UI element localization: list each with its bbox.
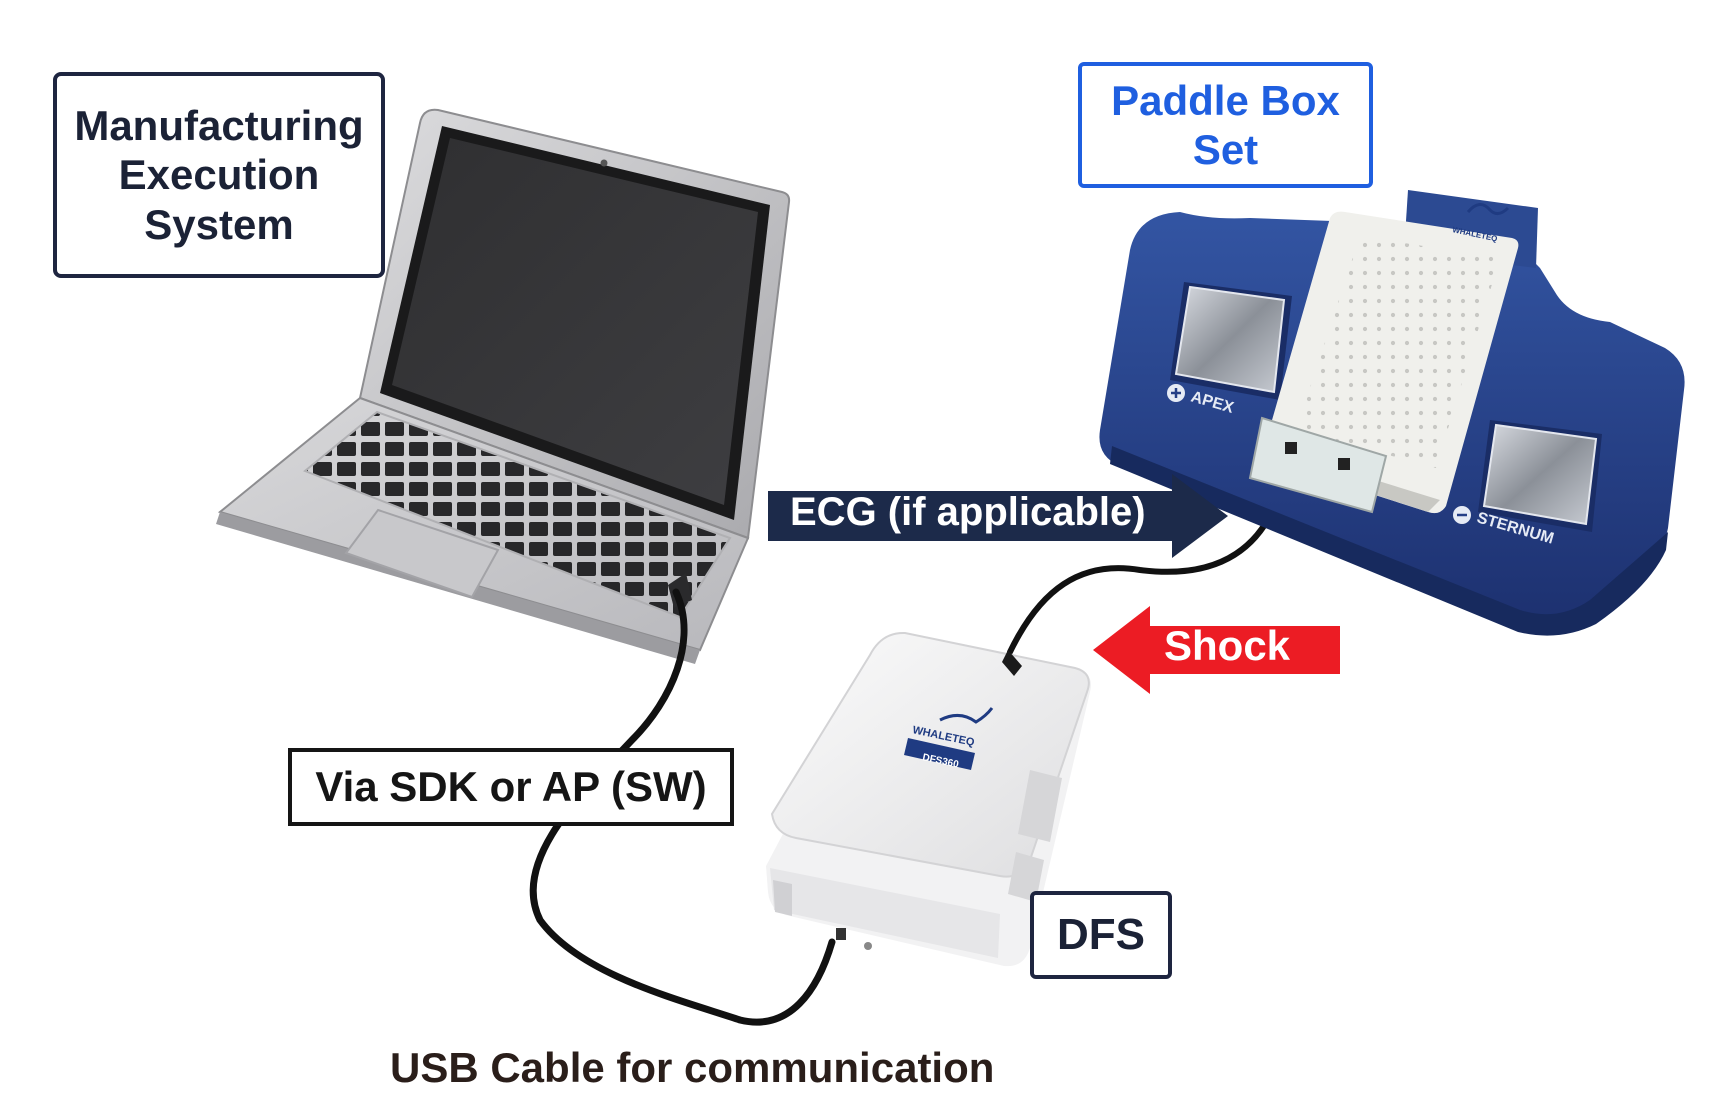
sdk-label: Via SDK or AP (SW) (288, 748, 734, 826)
dfs-device: WHALETEQ DFS360 (766, 631, 1091, 967)
paddle-handle: WHALETEQ (1248, 190, 1538, 514)
laptop (216, 108, 791, 664)
usb-cable-label: USB Cable for communication (390, 1044, 995, 1091)
mes-label-line-1: Manufacturing (74, 102, 364, 150)
ecg-arrow-label: ECG (if applicable) (790, 490, 1146, 534)
sternum-electrode (1478, 420, 1602, 532)
paddle-box-label-line-1: Paddle Box (1111, 76, 1340, 124)
shock-arrow-label: Shock (1164, 622, 1291, 669)
dfs-label: DFS (1030, 891, 1172, 979)
mes-label: Manufacturing Execution System (53, 72, 385, 278)
paddle-box-label: Paddle Box Set (1078, 62, 1373, 188)
mes-label-line-3: System (144, 200, 294, 248)
paddle-box-label-line-2: Set (1192, 126, 1259, 173)
ecg-arrow (768, 474, 1228, 558)
apex-electrode (1170, 282, 1292, 400)
shock-arrow (1093, 606, 1340, 694)
paddle-box-set: APEX STERNUM WHALETEQ (1099, 190, 1685, 636)
mes-label-line-2: Execution (118, 151, 320, 199)
dfs-logo: WHALETEQ DFS360 (904, 707, 994, 771)
